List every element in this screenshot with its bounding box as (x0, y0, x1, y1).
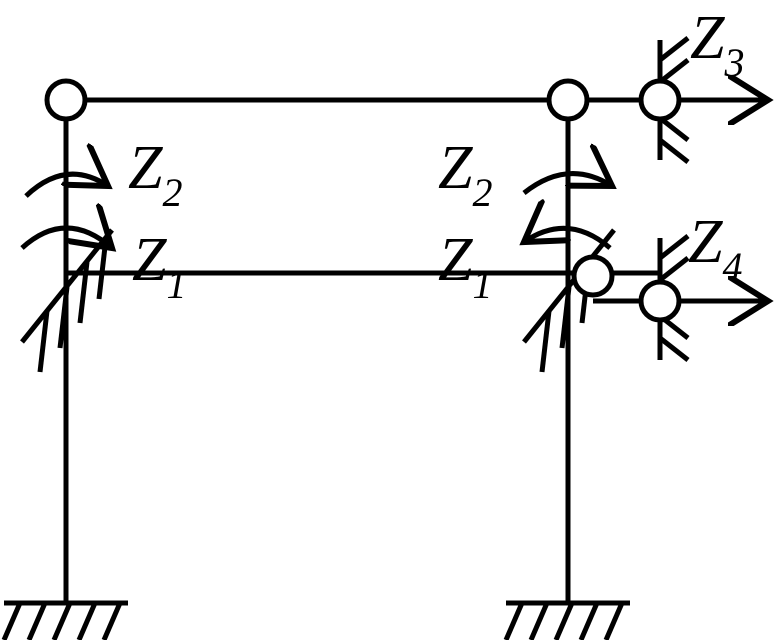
left-fixed-support (1, 600, 128, 640)
top-left-hinge (44, 78, 88, 122)
lower-restraint-hinge (638, 279, 682, 323)
top-right-hinge (546, 78, 590, 122)
right-z2-rotation-arrow (522, 174, 612, 195)
label-left-z1: Z1 (132, 226, 186, 307)
label-z3: Z3 (690, 4, 744, 85)
right-rotation-restraint (522, 228, 616, 373)
top-restraint-hinge (638, 78, 682, 122)
label-z4: Z4 (688, 208, 742, 289)
label-right-z2: Z2 (438, 134, 492, 215)
right-z1-rotation-arrow (524, 228, 612, 250)
label-right-z1: Z1 (438, 226, 492, 307)
right-fixed-support (503, 600, 630, 640)
lower-right-hinge (571, 254, 615, 298)
left-z2-rotation-arrow (24, 174, 108, 198)
label-left-z2: Z2 (128, 134, 182, 215)
left-z1-rotation-arrow (20, 228, 112, 248)
